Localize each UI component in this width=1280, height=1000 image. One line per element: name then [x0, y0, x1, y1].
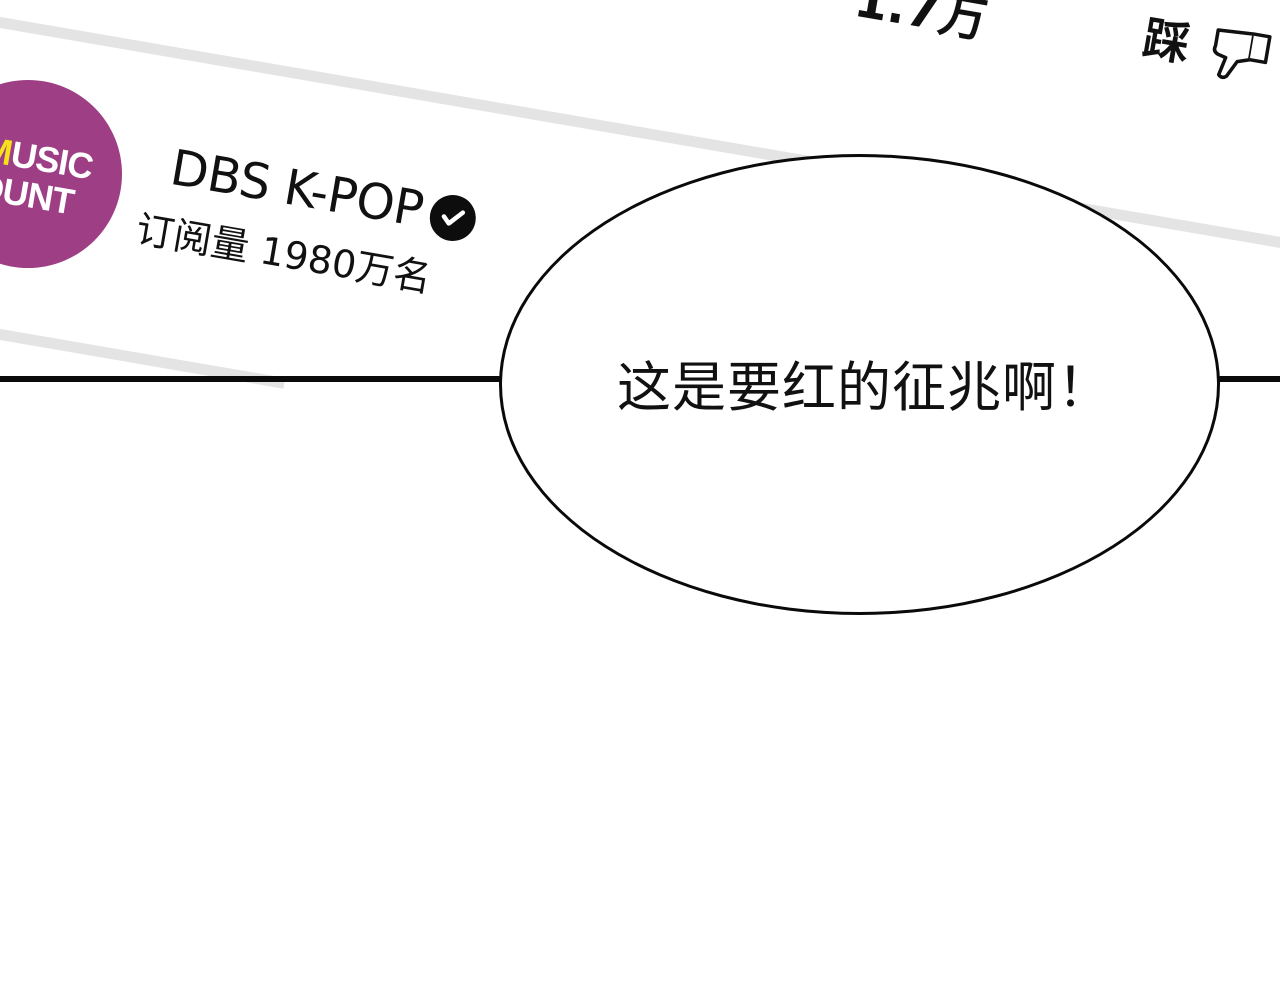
- verified-check-icon: [426, 191, 480, 245]
- avatar-logo-text: MUSIC OUNT: [0, 128, 96, 223]
- dislike-button[interactable]: 踩: [1139, 2, 1276, 89]
- dislike-label: 踩: [1139, 10, 1194, 72]
- speech-bubble-text: 这是要红的征兆啊！: [617, 356, 1112, 419]
- like-count: 1.7万: [850, 0, 992, 50]
- panel-border-line-right: [1216, 376, 1280, 382]
- channel-avatar[interactable]: MUSIC OUNT: [0, 80, 122, 268]
- channel-name-row: DBS K-POP: [167, 139, 481, 248]
- thumbs-down-icon: [1212, 28, 1272, 80]
- channel-info: DBS K-POP 订阅量 1980万名: [133, 139, 481, 307]
- panel-border-line-left: [0, 376, 506, 382]
- speech-bubble: 这是要红的征兆啊！: [499, 154, 1220, 615]
